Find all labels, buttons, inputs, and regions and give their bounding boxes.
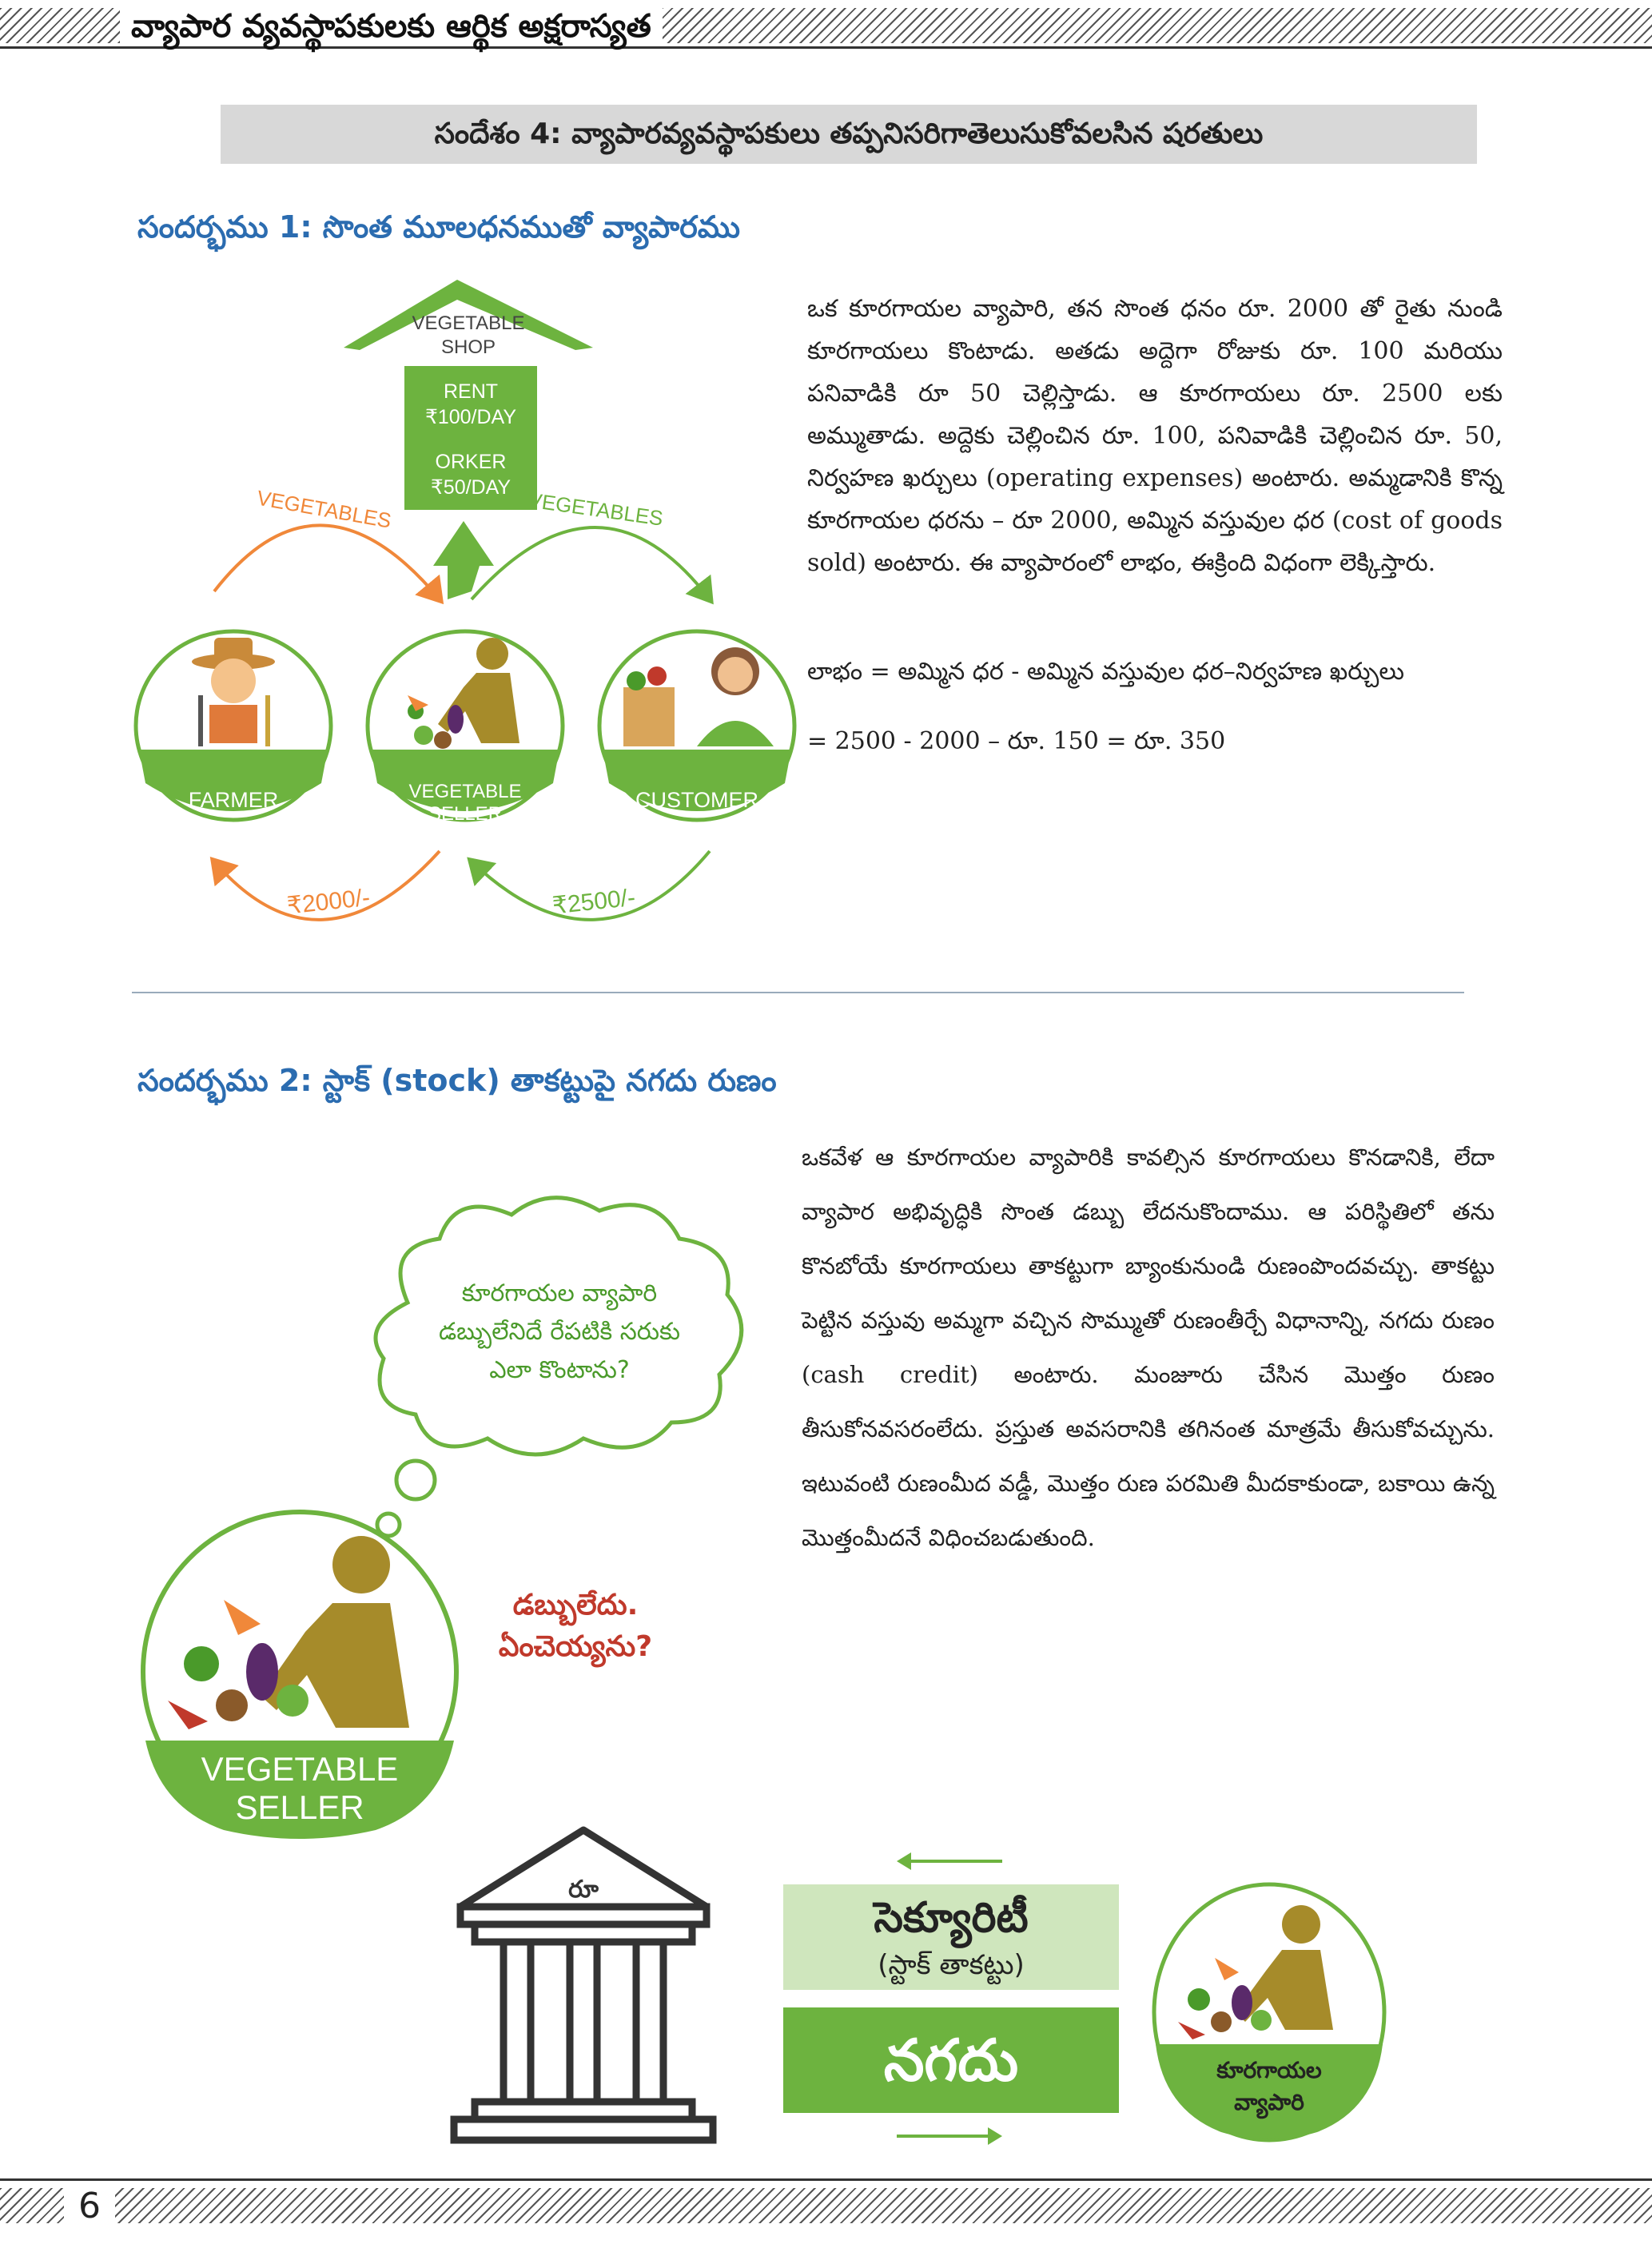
vegetable-seller-large: VEGETABLE SELLER <box>141 1510 459 1839</box>
vegetables-label-right: VEGETABLES <box>527 487 665 530</box>
small-seller-label-1: కూరగాయల <box>1216 2057 1322 2083</box>
farmer-icon <box>192 638 275 746</box>
seller-label-1: VEGETABLE <box>409 781 522 802</box>
vegetables-arrow-right <box>470 526 714 605</box>
cash-arrow-right <box>897 2127 1002 2145</box>
page-number: 6 <box>64 2185 115 2228</box>
payment-label-left: ₹2000/- <box>285 885 371 920</box>
security-arrow-left <box>897 1852 1002 1870</box>
worry-line-1: డబ్బులేదు. <box>512 1589 639 1621</box>
shop-label-1: VEGETABLE <box>412 312 525 334</box>
costs-box <box>404 366 537 510</box>
vegetables-arrow-left <box>213 523 444 605</box>
header-rule <box>0 46 1652 49</box>
payment-arrow-left <box>209 849 441 921</box>
profit-calculation: = 2500 - 2000 – రూ. 150 = రూ. 350 <box>807 727 1226 755</box>
bank-icon: రూ <box>450 1826 717 2144</box>
section-divider <box>132 992 1464 993</box>
security-box: సెక్యూరిటీ (స్టాక్ తాకట్టు) <box>783 1884 1119 1990</box>
running-header-title: వ్యాపార వ్యవస్థాపకులకు ఆర్థిక అక్షరాస్యత <box>120 6 663 46</box>
cash-box: నగదు <box>783 2007 1119 2113</box>
section2-heading: సందర్భము 2: స్టాక్ (stock) తాకట్టుపై నగద… <box>137 1063 777 1098</box>
vegetable-seller-small: కూరగాయల వ్యాపారి <box>1152 1882 1387 2143</box>
seller-large-label-1: VEGETABLE <box>201 1750 399 1788</box>
small-seller-label-2: వ్యాపారి <box>1234 2089 1304 2119</box>
up-arrow-icon <box>433 521 494 599</box>
thought-cloud <box>373 1196 744 1538</box>
payment-arrow-right <box>467 849 711 921</box>
thought-line-2: డబ్బులేనిదే రేపటికి సరుకు <box>438 1318 680 1346</box>
customer-icon <box>623 647 774 746</box>
seller-icon <box>408 638 519 749</box>
profit-formula: లాభం = అమ్మిన ధర - అమ్మిన వస్తువుల ధర–ని… <box>807 658 1404 686</box>
section1-heading: సందర్భము 1: సొంత మూలధనముతో వ్యాపారము <box>137 209 741 245</box>
farmer-label: FARMER <box>189 788 279 812</box>
footer-rule <box>0 2178 1652 2181</box>
security-subtitle: (స్టాక్ తాకట్టు) <box>878 1949 1025 1981</box>
worker-label-2: ₹50/DAY <box>431 476 512 499</box>
rent-label-1: RENT <box>444 380 498 403</box>
shop-roof <box>344 280 593 350</box>
shop-label-2: SHOP <box>441 336 496 358</box>
seller-node: VEGETABLE SELLER <box>365 629 565 825</box>
thought-line-3: ఎలా కొంటాను? <box>489 1356 630 1384</box>
farmer-node: FARMER <box>133 629 333 822</box>
footer-hatch <box>0 2188 1652 2223</box>
security-title: సెక్యూరిటీ <box>874 1894 1029 1942</box>
customer-label: CUSTOMER <box>635 788 758 812</box>
customer-node: CUSTOMER <box>597 629 797 822</box>
section1-paragraph: ఒక కూరగాయల వ్యాపారి, తన సొంత ధనం రూ. 200… <box>807 295 1503 577</box>
business-flow-diagram: VEGETABLE SHOP RENT ₹100/DAY ORKER ₹50/D… <box>133 280 797 921</box>
bank-symbol: రూ <box>568 1876 599 1904</box>
seller-small-icon <box>1178 1905 1333 2039</box>
seller-large-label-2: SELLER <box>235 1788 364 1826</box>
rent-label-2: ₹100/DAY <box>425 406 516 428</box>
worry-line-2: ఏంచెయ్యను? <box>498 1630 653 1663</box>
message-banner: సందేశం 4: వ్యాపారవ్యవస్థాపకులు తప్పనిసరి… <box>221 105 1477 164</box>
worker-label-1: ORKER <box>436 451 507 473</box>
thought-line-1: కూరగాయల వ్యాపారి <box>461 1279 658 1307</box>
section2-paragraph: ఒకవేళ ఆ కూరగాయల వ్యాపారికి కావల్సిన కూరగ… <box>802 1144 1495 1551</box>
seller-label-2: SELLER <box>428 803 502 825</box>
seller-large-icon <box>168 1536 409 1729</box>
